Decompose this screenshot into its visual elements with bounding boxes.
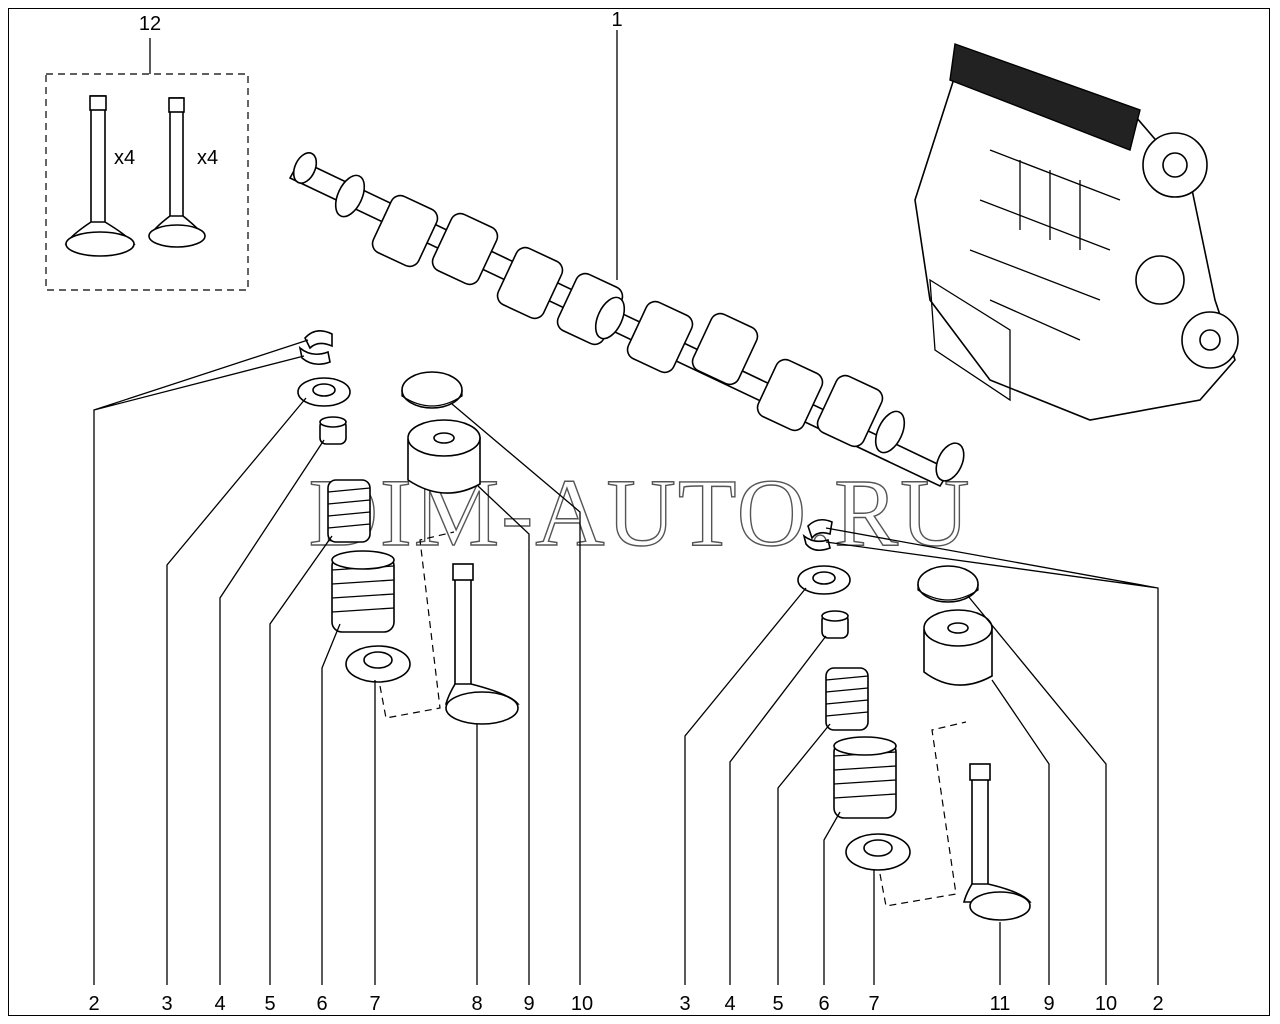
inner-valve-spring bbox=[825, 667, 869, 731]
valve-stem-seal bbox=[821, 610, 849, 639]
callout: 9 bbox=[1043, 993, 1054, 1015]
cam-lobe bbox=[431, 212, 499, 286]
valve-collets bbox=[802, 518, 833, 552]
cam-journal bbox=[594, 296, 626, 340]
callout: 10 bbox=[571, 993, 593, 1015]
callout: 5 bbox=[264, 993, 275, 1015]
top-callouts: 12 1 bbox=[139, 9, 623, 35]
callout: 8 bbox=[471, 993, 482, 1015]
adjusting-shim bbox=[917, 565, 979, 603]
left-leader-lines bbox=[93, 339, 581, 985]
kit-valve-a bbox=[64, 95, 136, 257]
callout: 6 bbox=[818, 993, 829, 1015]
cam-lobe bbox=[756, 358, 824, 432]
callout: 4 bbox=[214, 993, 225, 1015]
cam-lobe bbox=[691, 312, 759, 386]
valve-collets bbox=[298, 330, 333, 366]
callout: 7 bbox=[369, 993, 380, 1015]
hydraulic-tappet bbox=[923, 609, 993, 686]
kit-multiplier-b: x4 bbox=[197, 147, 218, 169]
bottom-callouts-right: 3 4 5 6 7 11 9 10 2 bbox=[679, 993, 1163, 1015]
callout: 2 bbox=[1152, 993, 1163, 1015]
spring-retainer bbox=[297, 377, 351, 407]
callout: 3 bbox=[679, 993, 690, 1015]
cam-lobe bbox=[626, 300, 694, 374]
cam-journal bbox=[334, 174, 366, 218]
callout-12: 12 bbox=[139, 13, 161, 35]
bottom-callouts-left: 2 3 4 5 6 7 8 9 10 bbox=[88, 993, 593, 1015]
callout: 11 bbox=[990, 993, 1011, 1015]
valve bbox=[444, 563, 520, 725]
callout: 5 bbox=[772, 993, 783, 1015]
cam-lobe bbox=[371, 194, 439, 268]
diagram-frame bbox=[8, 8, 1270, 1016]
right-leader-lines bbox=[684, 527, 1159, 985]
inner-valve-spring bbox=[327, 479, 371, 543]
callout: 4 bbox=[724, 993, 735, 1015]
adjusting-shim bbox=[401, 371, 463, 409]
outer-valve-spring bbox=[331, 550, 395, 633]
valve-kit-box: x4 x4 bbox=[45, 38, 249, 291]
callout: 2 bbox=[88, 993, 99, 1015]
cam-journal bbox=[874, 410, 906, 454]
callout: 10 bbox=[1095, 993, 1117, 1015]
valve bbox=[962, 763, 1032, 921]
engine-thumbnail bbox=[914, 43, 1239, 421]
spring-seat-washer bbox=[345, 645, 411, 683]
callout: 7 bbox=[868, 993, 879, 1015]
callout-1: 1 bbox=[611, 9, 622, 31]
left-valvetrain bbox=[297, 330, 520, 725]
cam-lobe bbox=[496, 246, 564, 320]
camshaft bbox=[288, 30, 965, 488]
spring-seat-washer bbox=[845, 833, 911, 871]
hydraulic-tappet bbox=[407, 419, 481, 494]
callout: 3 bbox=[161, 993, 172, 1015]
outer-valve-spring bbox=[833, 736, 897, 819]
kit-multiplier-a: x4 bbox=[114, 147, 135, 169]
right-valvetrain bbox=[797, 518, 1032, 921]
callout: 6 bbox=[316, 993, 327, 1015]
cam-lobe bbox=[816, 374, 884, 448]
spring-retainer bbox=[797, 565, 851, 595]
valve-stem-seal bbox=[319, 416, 347, 445]
callout: 9 bbox=[523, 993, 534, 1015]
kit-valve-b bbox=[148, 97, 206, 248]
